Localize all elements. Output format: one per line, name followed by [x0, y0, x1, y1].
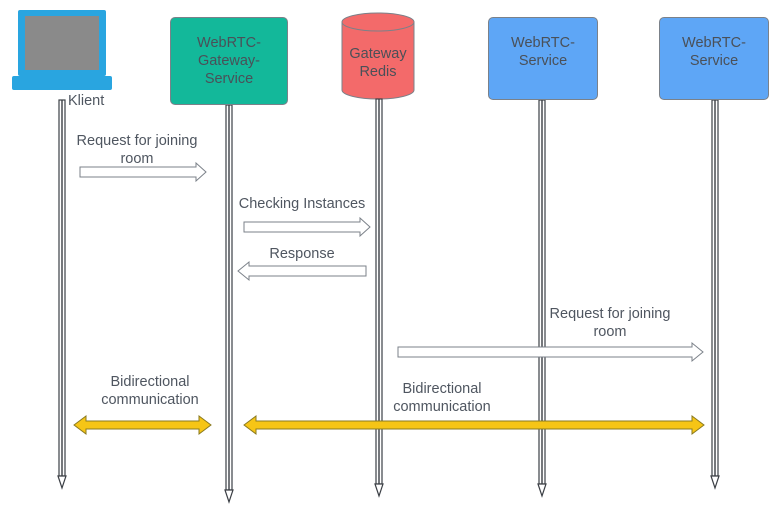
lifeline-gateway-redis — [374, 98, 384, 498]
join-request-1-line1: Request for joining — [76, 133, 198, 149]
client-label: Klient — [68, 93, 105, 109]
response-label: Response — [269, 246, 335, 262]
bidirectional-1-line1: Bidirectional — [110, 374, 190, 390]
bidirectional-2-label: Bidirectional communication — [388, 380, 496, 416]
arrow-join-request-2 — [397, 341, 704, 363]
webrtc-service-2-line2: Service — [689, 52, 739, 69]
gateway-service-line1: WebRTC- — [197, 35, 261, 51]
webrtc-service-box-2: WebRTC- Service — [659, 17, 769, 100]
arrow-join-request-1 — [79, 161, 207, 183]
webrtc-gateway-service-box: WebRTC- Gateway- Service — [170, 17, 288, 105]
gateway-service-line3: Service — [204, 71, 254, 87]
arrow-response — [237, 260, 367, 282]
join-request-1-label: Request for joining room — [70, 132, 204, 168]
laptop-icon — [12, 10, 112, 90]
join-request-1-line2: room — [120, 151, 154, 167]
bidirectional-1-label: Bidirectional communication — [97, 373, 203, 409]
bidirectional-2-line2: communication — [393, 399, 491, 415]
join-request-2-line1: Request for joining — [549, 306, 671, 322]
bidirectional-2-line1: Bidirectional — [402, 381, 482, 397]
arrow-bidirectional-2 — [243, 415, 705, 435]
bidirectional-1-line2: communication — [101, 392, 199, 408]
gateway-redis-cylinder — [341, 12, 415, 100]
checking-instances-label: Checking Instances — [238, 196, 366, 212]
arrow-checking-instances — [243, 216, 371, 238]
lifeline-webrtc-service-2 — [710, 99, 720, 490]
webrtc-service-1-line2: Service — [518, 52, 568, 69]
webrtc-service-2-line1: WebRTC- — [682, 34, 746, 51]
gateway-redis-line2: Redis — [359, 64, 397, 80]
gateway-service-line2: Gateway- — [197, 53, 261, 69]
gateway-redis-label: Gateway Redis — [342, 45, 414, 81]
lifeline-client — [57, 99, 67, 490]
lifeline-gateway-service — [224, 104, 234, 504]
join-request-2-label: Request for joining room — [543, 305, 677, 341]
arrow-bidirectional-1 — [73, 415, 212, 435]
webrtc-service-1-line1: WebRTC- — [511, 34, 575, 51]
lifeline-webrtc-service-1 — [537, 99, 547, 498]
webrtc-service-box-1: WebRTC- Service — [488, 17, 598, 100]
gateway-redis-line1: Gateway — [349, 46, 407, 62]
join-request-2-line2: room — [593, 324, 627, 340]
